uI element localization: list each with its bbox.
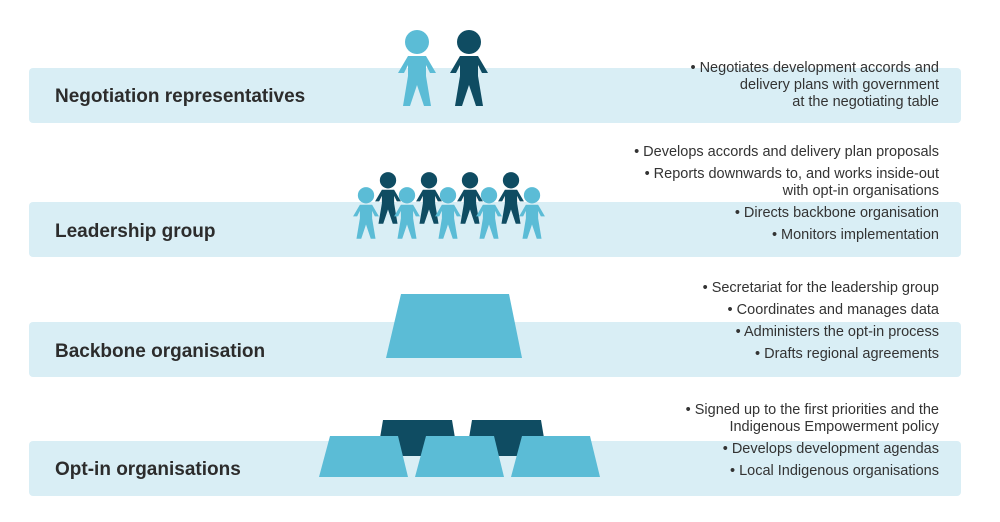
stacked-blocks-icon [319, 420, 600, 477]
bullet-item: • Reports downwards to, and works inside… [644, 166, 939, 199]
tier-bullets-optin: • Signed up to the first priorities and … [686, 402, 939, 485]
tier-label-optin: Opt-in organisations [55, 459, 241, 480]
bullet-item: • Local Indigenous organisations [729, 463, 939, 479]
person-dark-icon [450, 30, 488, 106]
bullet-item: • Secretariat for the leadership group [702, 280, 939, 296]
bullet-item: • Develops development agendas [722, 441, 939, 457]
bullet-item: • Directs backbone organisation [734, 205, 939, 221]
bullet-item: • Administers the opt-in process [735, 324, 939, 340]
two-people-icon [398, 30, 488, 106]
tier-band-negotiation [29, 68, 961, 123]
bullet-item: • Drafts regional agreements [755, 346, 939, 362]
person-light-icon [519, 187, 545, 239]
person-light-icon [398, 30, 436, 106]
person-light-icon [394, 187, 420, 239]
block-light-icon [415, 436, 504, 477]
bullet-item: • Negotiates development accords and del… [690, 60, 939, 110]
group-of-people-icon [353, 172, 545, 239]
person-light-icon [435, 187, 461, 239]
tier-bullets-negotiation: • Negotiates development accords and del… [690, 60, 939, 116]
block-light-icon [511, 436, 600, 477]
tier-bullets-leadership: • Develops accords and delivery plan pro… [634, 144, 939, 249]
bullet-item: • Develops accords and delivery plan pro… [634, 144, 939, 160]
tier-label-leadership: Leadership group [55, 221, 216, 242]
tier-bullets-backbone: • Secretariat for the leadership group •… [703, 280, 939, 368]
person-light-icon [353, 187, 379, 239]
bullet-item: • Coordinates and manages data [727, 302, 939, 318]
tier-label-backbone: Backbone organisation [55, 341, 266, 362]
single-block-icon [386, 294, 522, 358]
tier-label-negotiation: Negotiation representatives [55, 86, 306, 107]
bullet-item: • Monitors implementation [771, 227, 939, 243]
block-light-icon [319, 436, 408, 477]
bullet-item: • Signed up to the first priorities and … [685, 402, 939, 435]
person-light-icon [476, 187, 502, 239]
